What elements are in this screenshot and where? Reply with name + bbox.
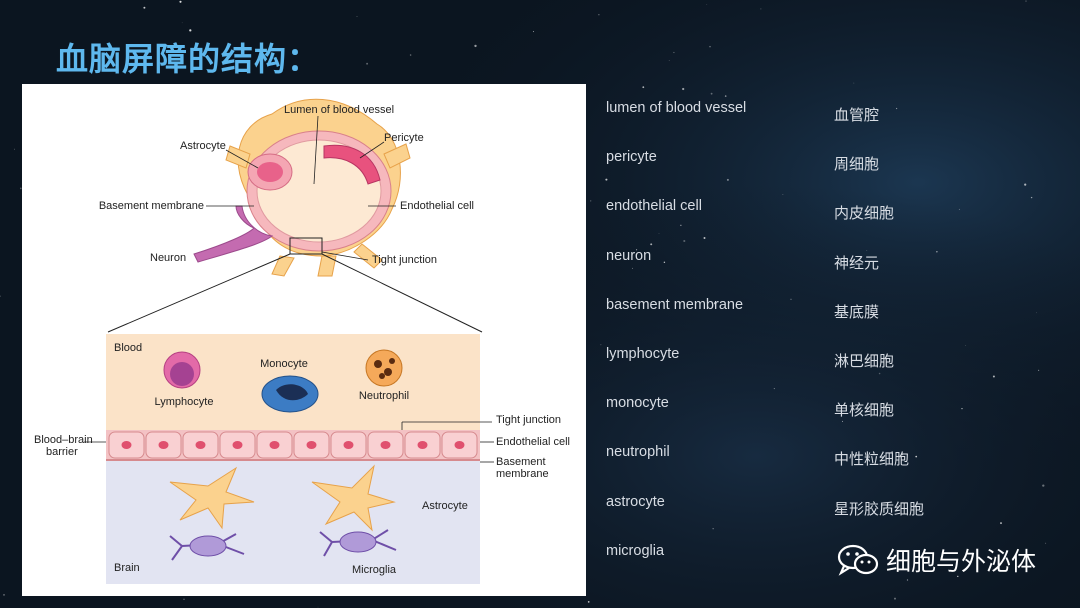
barrier-detail (84, 334, 494, 584)
star (894, 598, 896, 600)
vocab-row: endothelial cell 内皮细胞 (606, 194, 1066, 243)
vocab-english: astrocyte (606, 494, 665, 510)
star (14, 149, 15, 150)
label-basement-membrane-top: Basement membrane (99, 200, 204, 212)
star (711, 93, 713, 95)
label-monocyte: Monocyte (260, 358, 308, 370)
label-pericyte: Pericyte (384, 132, 424, 144)
vocab-english: neutrophil (606, 444, 670, 460)
vocab-chinese: 淋巴细胞 (834, 350, 894, 371)
vocab-row: basement membrane 基底膜 (606, 293, 1066, 342)
endothelial-nucleus (270, 441, 280, 449)
vocab-row: monocyte 单核细胞 (606, 391, 1066, 440)
vocab-chinese: 单核细胞 (834, 399, 894, 420)
star (182, 22, 183, 23)
watermark-text: 细胞与外泌体 (886, 542, 1036, 578)
star (189, 29, 191, 31)
label-basement-line1: Basement (496, 456, 546, 468)
star (600, 344, 601, 345)
star (598, 14, 599, 15)
vocab-chinese: 血管腔 (834, 104, 879, 125)
label-brain: Brain (114, 562, 140, 574)
vocab-english: monocyte (606, 395, 669, 411)
star (318, 607, 319, 608)
vocab-chinese: 基底膜 (834, 301, 879, 322)
endothelial-nucleus (381, 441, 391, 449)
wechat-icon (836, 542, 880, 578)
star (533, 31, 534, 32)
star (474, 45, 476, 47)
vocab-english: lumen of blood vessel (606, 100, 746, 116)
vocab-chinese: 星形胶质细胞 (834, 498, 924, 519)
vocabulary-list: lumen of blood vessel 血管腔 pericyte 周细胞 e… (606, 96, 1066, 588)
label-microglia: Microglia (352, 564, 396, 576)
vocab-english: microglia (606, 543, 664, 559)
star (853, 83, 854, 84)
vocab-row: neuron 神经元 (606, 244, 1066, 293)
label-blood: Blood (114, 342, 142, 354)
endothelial-nucleus (344, 441, 354, 449)
vocab-row: neutrophil 中性粒细胞 (606, 440, 1066, 489)
star (669, 60, 670, 61)
star (588, 601, 590, 603)
slide-title: 血脑屏障的结构： (56, 34, 320, 80)
label-neutrophil: Neutrophil (359, 390, 409, 402)
bbb-diagram-art (22, 84, 586, 596)
label-astrocyte-top: Astrocyte (180, 140, 226, 152)
label-lymphocyte: Lymphocyte (155, 396, 214, 408)
star (673, 52, 674, 53)
vocab-english: endothelial cell (606, 198, 702, 214)
label-neuron: Neuron (150, 252, 186, 264)
endothelial-nucleus (233, 441, 243, 449)
vessel-cross-section (108, 99, 482, 332)
endothelial-nucleus (196, 441, 206, 449)
label-bbb-line1: Blood–brain (34, 434, 93, 446)
neutrophil-cell (366, 350, 402, 386)
bbb-diagram: Lumen of blood vessel Astrocyte Pericyte… (22, 84, 586, 596)
label-lumen: Lumen of blood vessel (284, 104, 394, 116)
star (143, 7, 145, 9)
label-endothelial-top: Endothelial cell (400, 200, 474, 212)
star (709, 46, 711, 48)
label-basement-line2: membrane (496, 468, 549, 480)
star (1025, 1, 1026, 2)
endothelial-nucleus (122, 441, 132, 449)
endothelial-nucleus (455, 441, 465, 449)
star (706, 4, 707, 5)
star (682, 88, 684, 90)
endothelial-nucleus (307, 441, 317, 449)
vocab-row: lymphocyte 淋巴细胞 (606, 342, 1066, 391)
label-astrocyte-bottom: Astrocyte (422, 500, 468, 512)
vocab-chinese: 周细胞 (834, 153, 879, 174)
label-endothelial-bottom: Endothelial cell (496, 436, 570, 448)
vocab-row: astrocyte 星形胶质细胞 (606, 490, 1066, 539)
vocab-row: pericyte 周细胞 (606, 145, 1066, 194)
vocab-chinese: 神经元 (834, 252, 879, 273)
label-tight-junction-top: Tight junction (372, 254, 437, 266)
vocab-row: lumen of blood vessel 血管腔 (606, 96, 1066, 145)
star (410, 54, 412, 56)
vocab-chinese: 中性粒细胞 (834, 448, 909, 469)
star (760, 8, 761, 9)
endothelial-nucleus (418, 441, 428, 449)
vocab-english: lymphocyte (606, 346, 679, 362)
vocab-english: pericyte (606, 149, 657, 165)
star (183, 599, 184, 600)
vocab-english: basement membrane (606, 297, 743, 313)
star (366, 63, 368, 65)
vocab-english: neuron (606, 248, 651, 264)
star (642, 86, 644, 88)
star (357, 16, 358, 17)
star (179, 1, 181, 3)
star (3, 594, 5, 596)
watermark: 细胞与外泌体 (836, 540, 1066, 580)
label-bbb-line2: barrier (46, 446, 78, 458)
star (590, 200, 591, 201)
vocab-chinese: 内皮细胞 (834, 202, 894, 223)
label-tight-junction-bottom: Tight junction (496, 414, 561, 426)
endothelial-nucleus (159, 441, 169, 449)
